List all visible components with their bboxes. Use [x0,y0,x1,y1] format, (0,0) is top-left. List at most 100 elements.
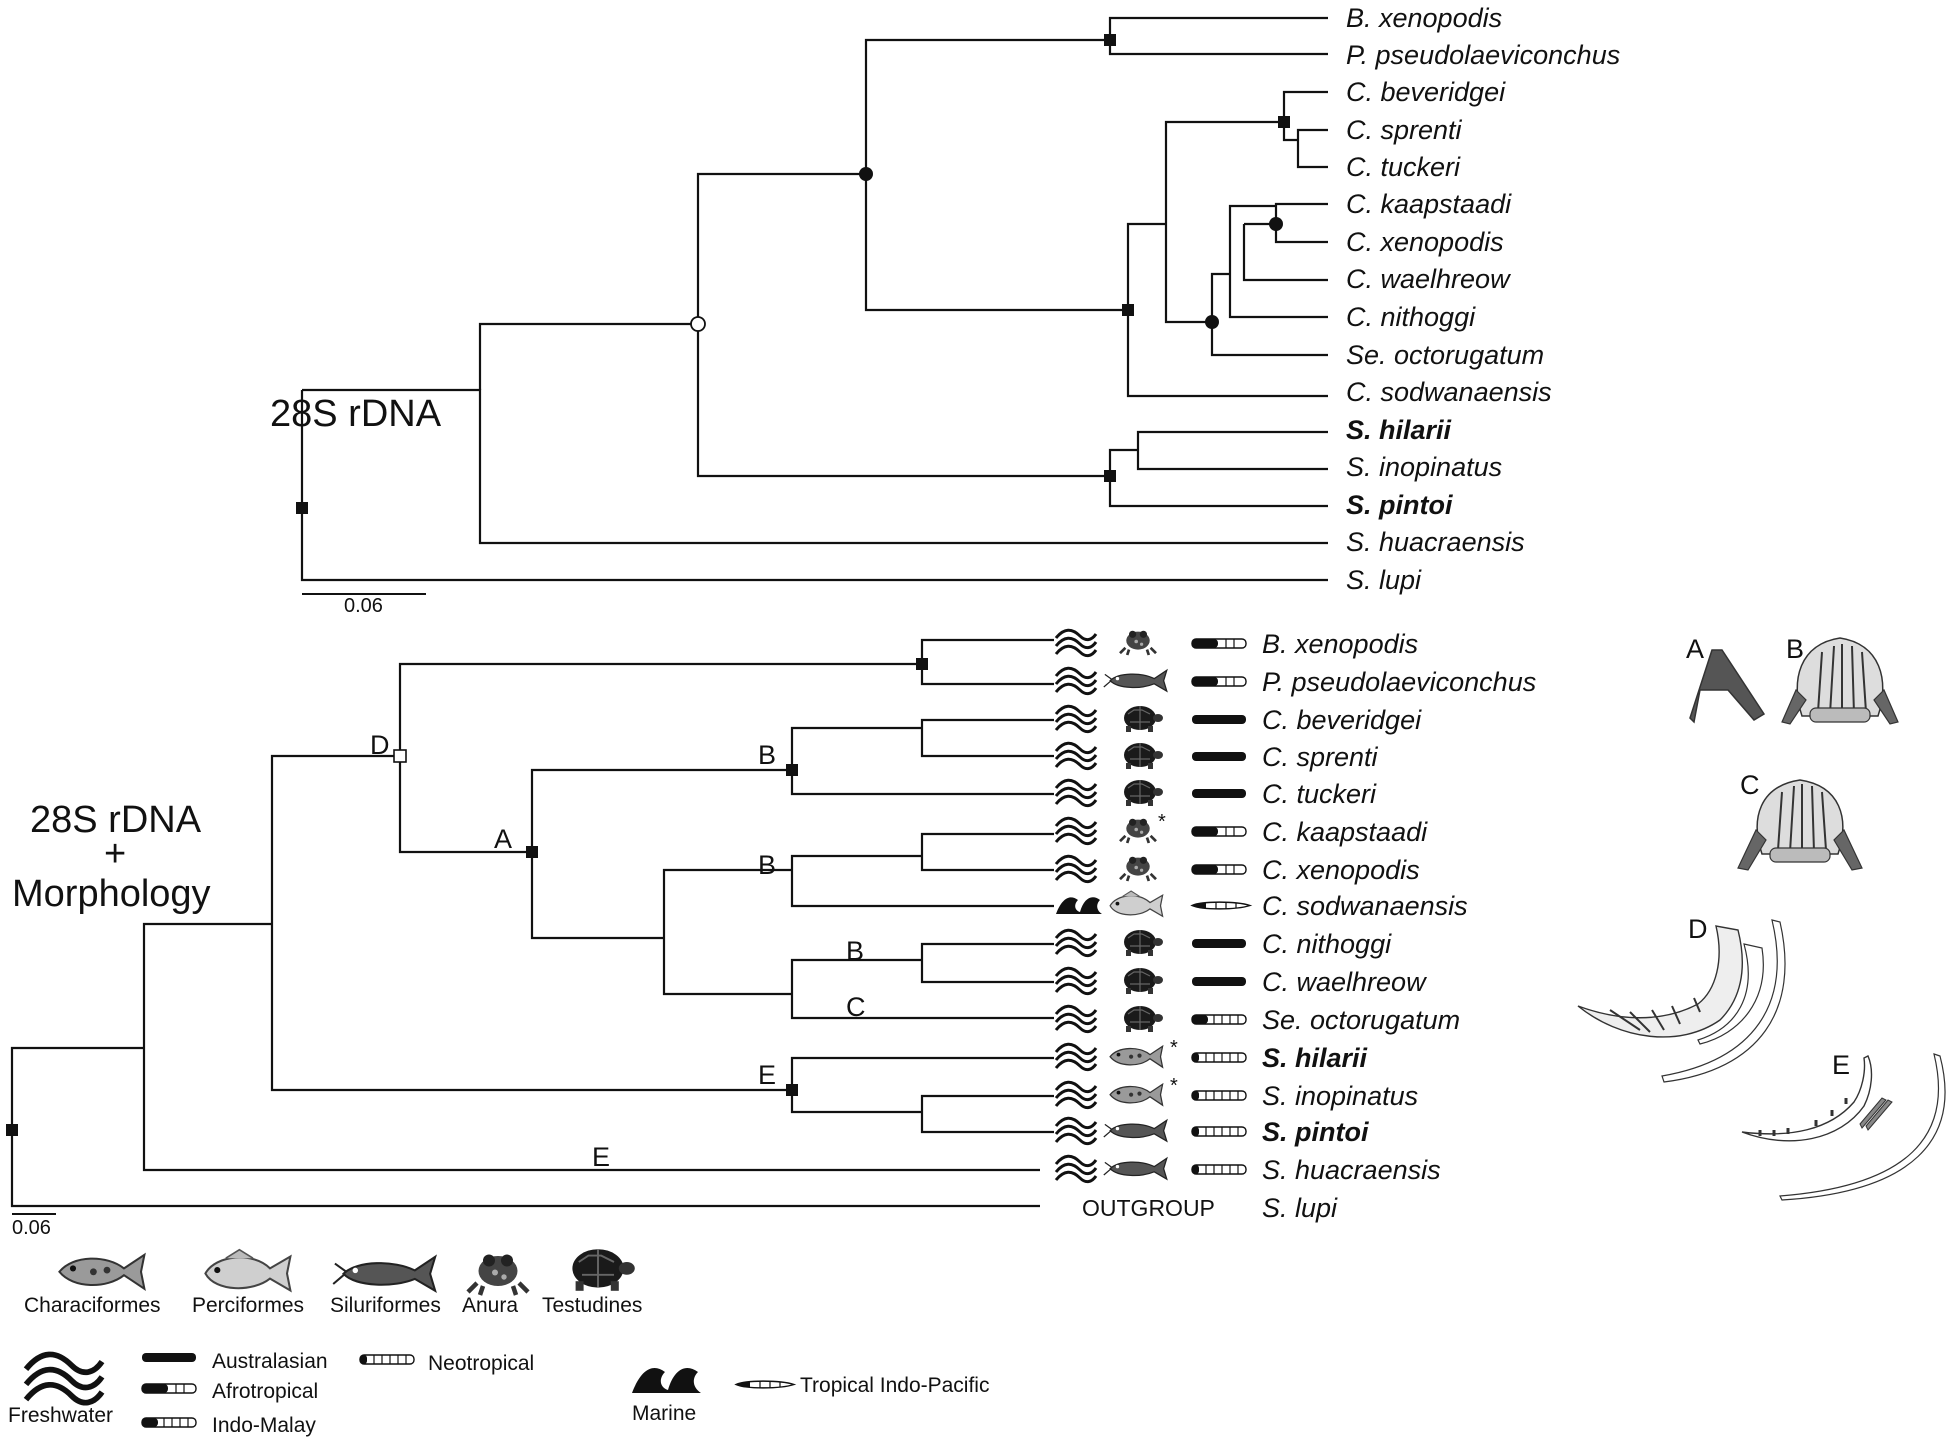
testudines-icon [571,1248,636,1292]
testudines-icon [1123,1005,1164,1033]
bottom-taxon-label: C. sprenti [1262,742,1379,772]
host-legend-label: Anura [462,1294,518,1317]
australasian-region-icon [1192,939,1246,948]
top-taxon-label: S. pintoi [1346,490,1453,520]
top-taxon-label: C. kaapstaadi [1346,189,1512,219]
taxon-row: C. nithoggi [1054,928,1392,959]
taxon-row: C. tuckeri [1054,778,1377,809]
host-legend-label: Siluriformes [330,1294,441,1317]
australasian-label: Australasian [212,1350,328,1373]
marine-label: Marine [632,1402,696,1425]
asterisk-mark: * [1158,811,1166,833]
afrotropical-region-icon [1191,676,1247,687]
morphology-panels: A B C D E [1577,634,1946,1201]
top-taxon-label: C. xenopodis [1346,227,1504,257]
bottom-taxon-label: S. huacraensis [1262,1155,1441,1185]
neotropical-region-icon [1191,1052,1247,1063]
bottom-taxon-label: S. inopinatus [1262,1081,1418,1111]
testudines-icon [1123,779,1164,807]
bottom-scale-bar: 0.06 [12,1213,56,1239]
top-scale-label: 0.06 [344,595,383,617]
afrotropical-label: Afrotropical [212,1380,318,1403]
top-scale-bar: 0.06 [302,593,426,617]
indopacific-region-icon [735,1380,795,1389]
bottom-tree-nodes [6,658,928,1136]
anura-icon [1118,817,1158,845]
habitat-region-legend: Freshwater Australasian Afrotropical Ind… [8,1350,989,1437]
taxon-row: C. waelhreow [1054,966,1427,997]
indomalay-region-icon [141,1417,197,1428]
node-label-D: D [370,730,390,760]
australasian-region-icon [1192,752,1246,761]
top-tree-title: 28S rDNA [270,393,442,435]
top-tree-branches [300,16,1328,582]
characiformes-icon [1109,1045,1164,1068]
top-taxon-label: C. tuckeri [1346,152,1461,182]
taxon-row: S. huacraensis [1054,1154,1441,1185]
morph-panel-A: A [1686,634,1766,724]
bottom-tree-title-line3: Morphology [12,873,211,915]
top-taxon-label: C. beveridgei [1346,77,1506,107]
morph-label-B: B [1786,634,1804,664]
australasian-region-icon [142,1353,196,1362]
characiformes-icon [1109,1083,1164,1106]
perciformes-icon [1109,890,1164,917]
neotropical-region-icon [1191,1090,1247,1101]
taxon-row: P. pseudolaeviconchus [1054,666,1536,697]
neotropical-region-icon [359,1354,415,1365]
top-taxon-label: C. waelhreow [1346,264,1511,294]
bottom-taxon-label: C. beveridgei [1262,705,1422,735]
top-tree: 28S rDNA [270,3,1620,617]
freshwater-icon [26,1354,102,1402]
anura-icon [1118,855,1158,883]
indomalay-region-icon [1191,1014,1247,1025]
freshwater-icon [1054,854,1098,884]
neotropical-region-icon [1191,1164,1247,1175]
bottom-taxon-label: C. tuckeri [1262,779,1377,809]
taxon-row: C. beveridgei [1054,704,1422,735]
bottom-taxon-label: C. waelhreow [1262,967,1427,997]
asterisk-mark: * [1170,1037,1178,1059]
morph-panel-D: D [1577,914,1786,1083]
australasian-region-icon [1192,715,1246,724]
bottom-taxon-label: C. sodwanaensis [1262,891,1468,921]
bottom-taxon-label: S. lupi [1262,1193,1338,1223]
morph-label-C: C [1740,770,1760,800]
top-taxon-label: S. inopinatus [1346,452,1502,482]
marine-icon [632,1367,701,1393]
taxon-row: * S. hilarii [1054,1037,1368,1073]
indopacific-label: Tropical Indo-Pacific [800,1374,989,1397]
perciformes-icon [204,1248,292,1292]
taxon-row: * S. inopinatus [1054,1075,1418,1111]
freshwater-icon [1054,1004,1098,1034]
anchor-shape-A [1689,649,1766,724]
morph-panel-E: E [1741,1050,1946,1201]
host-legend-label: Testudines [542,1294,642,1317]
top-taxon-label: C. sodwanaensis [1346,377,1552,407]
top-taxon-label: P. pseudolaeviconchus [1346,40,1620,70]
node-label-E: E [758,1060,776,1090]
node-label-C: C [846,992,866,1022]
marine-icon [1056,897,1102,914]
freshwater-icon [1054,704,1098,734]
bottom-taxon-label: S. hilarii [1262,1043,1368,1073]
testudines-icon [1123,705,1164,733]
bottom-taxon-label: C. nithoggi [1262,929,1392,959]
freshwater-icon [1054,628,1098,658]
top-taxon-label: B. xenopodis [1346,3,1502,33]
anura-icon [1118,629,1158,657]
bottom-taxon-label: C. kaapstaadi [1262,817,1428,847]
testudines-icon [1123,742,1164,770]
bottom-tree-branches [10,638,1054,1208]
bottom-taxon-label: Se. octorugatum [1262,1005,1460,1035]
taxon-row: * C. kaapstaadi [1054,811,1428,847]
asterisk-mark: * [1170,1075,1178,1097]
morph-panel-B: B [1781,634,1899,725]
host-legend-label: Perciformes [192,1294,304,1317]
top-taxon-label: S. huacraensis [1346,527,1525,557]
taxon-row: S. lupi [1262,1193,1338,1223]
australasian-region-icon [1192,789,1246,798]
freshwater-icon [1054,816,1098,846]
top-taxon-label: C. nithoggi [1346,302,1476,332]
morph-panel-C: C [1737,770,1863,871]
